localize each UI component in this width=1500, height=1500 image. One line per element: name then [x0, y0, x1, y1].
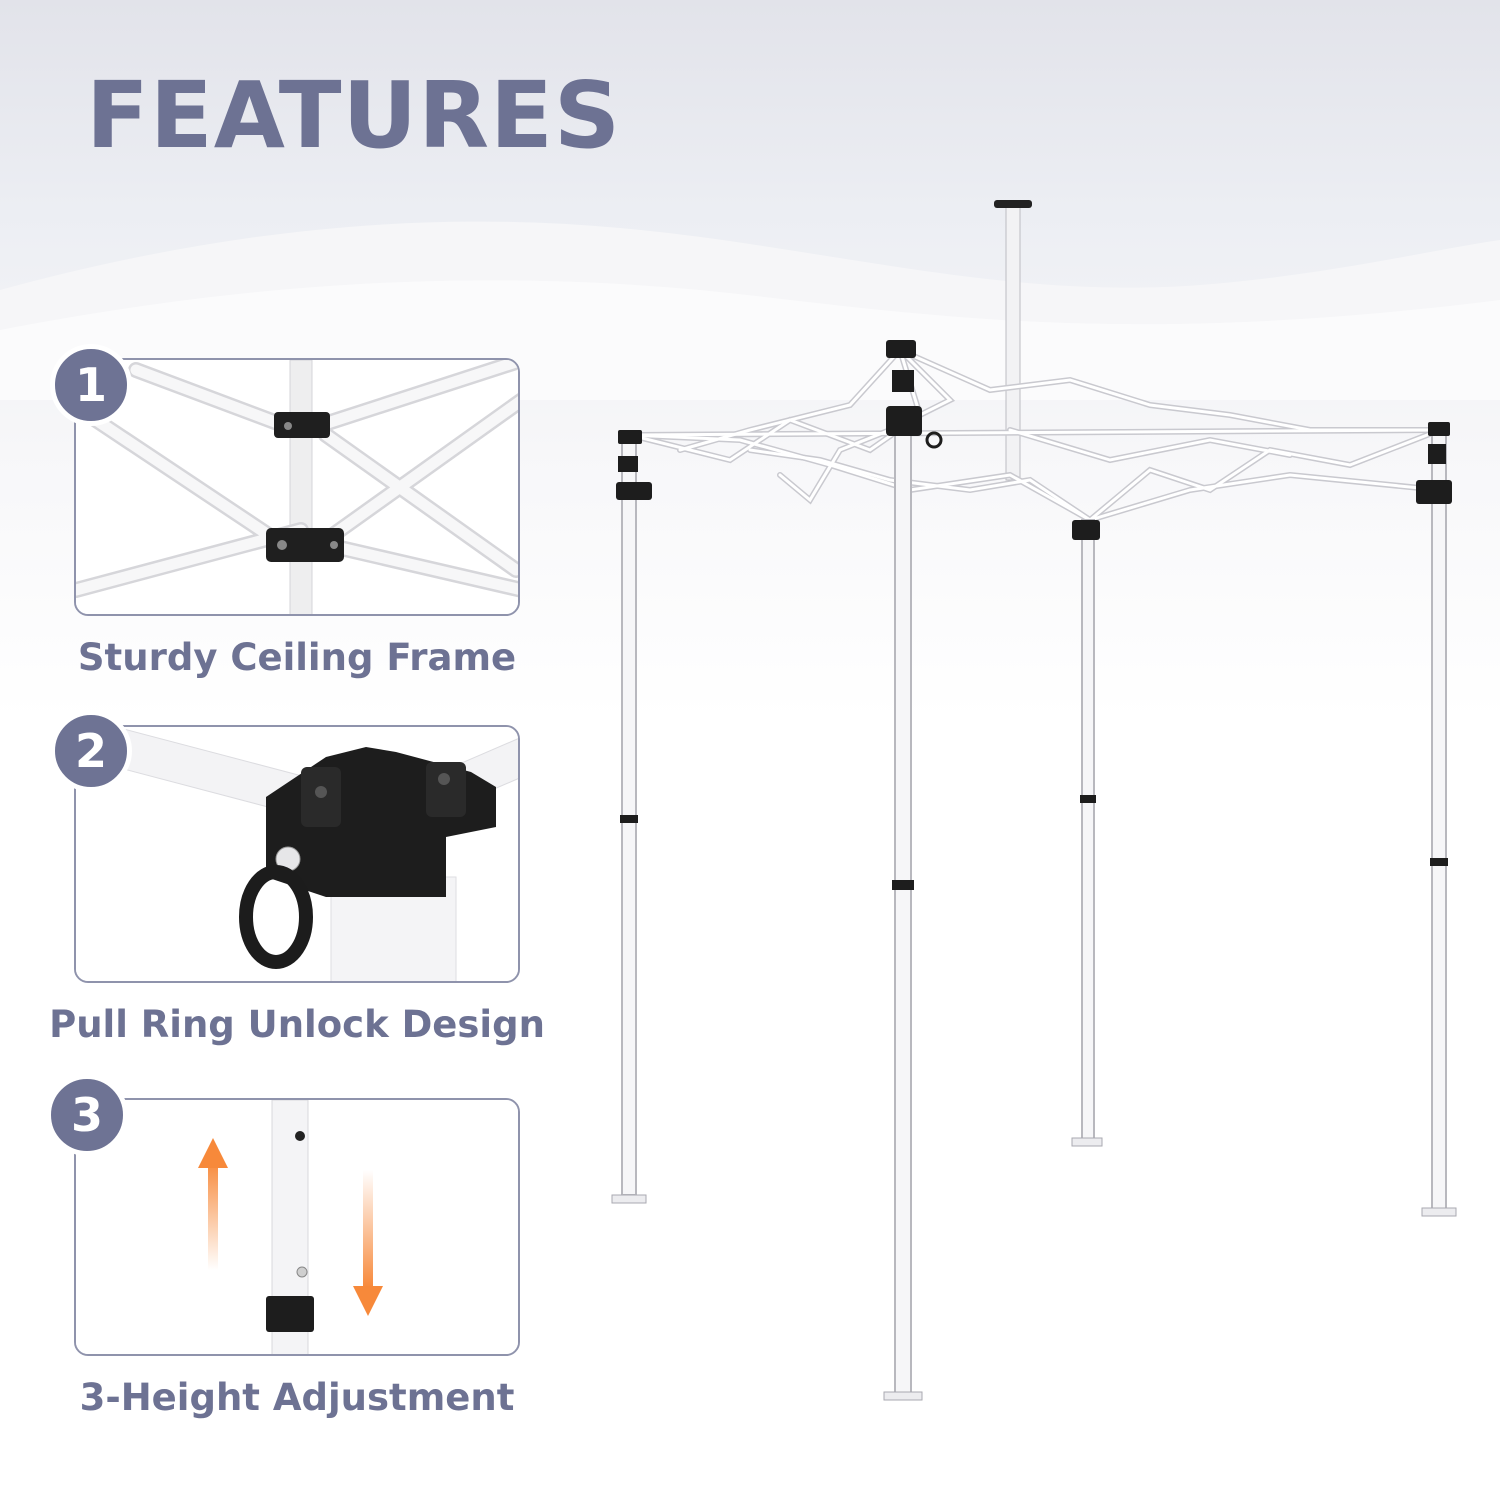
gazebo-frame: [611, 200, 1457, 1401]
feature-1-image: [74, 358, 520, 616]
feature-2-image: [74, 725, 520, 983]
pull-ring-closeup: [76, 727, 518, 981]
ceiling-frame-closeup: [76, 360, 518, 614]
height-adjust-closeup: [76, 1100, 518, 1354]
feature-3-badge: 3: [46, 1074, 128, 1156]
feature-2-badge: 2: [50, 710, 132, 792]
feature-3-caption: 3-Height Adjustment: [79, 1376, 515, 1419]
feature-1-caption: Sturdy Ceiling Frame: [77, 636, 517, 679]
feature-3-image: [74, 1098, 520, 1356]
feature-2-caption: Pull Ring Unlock Design: [49, 1003, 545, 1046]
feature-1-badge: 1: [50, 344, 132, 426]
page-title: FEATURES: [86, 62, 622, 169]
gazebo-frame-image: [611, 200, 1457, 1401]
